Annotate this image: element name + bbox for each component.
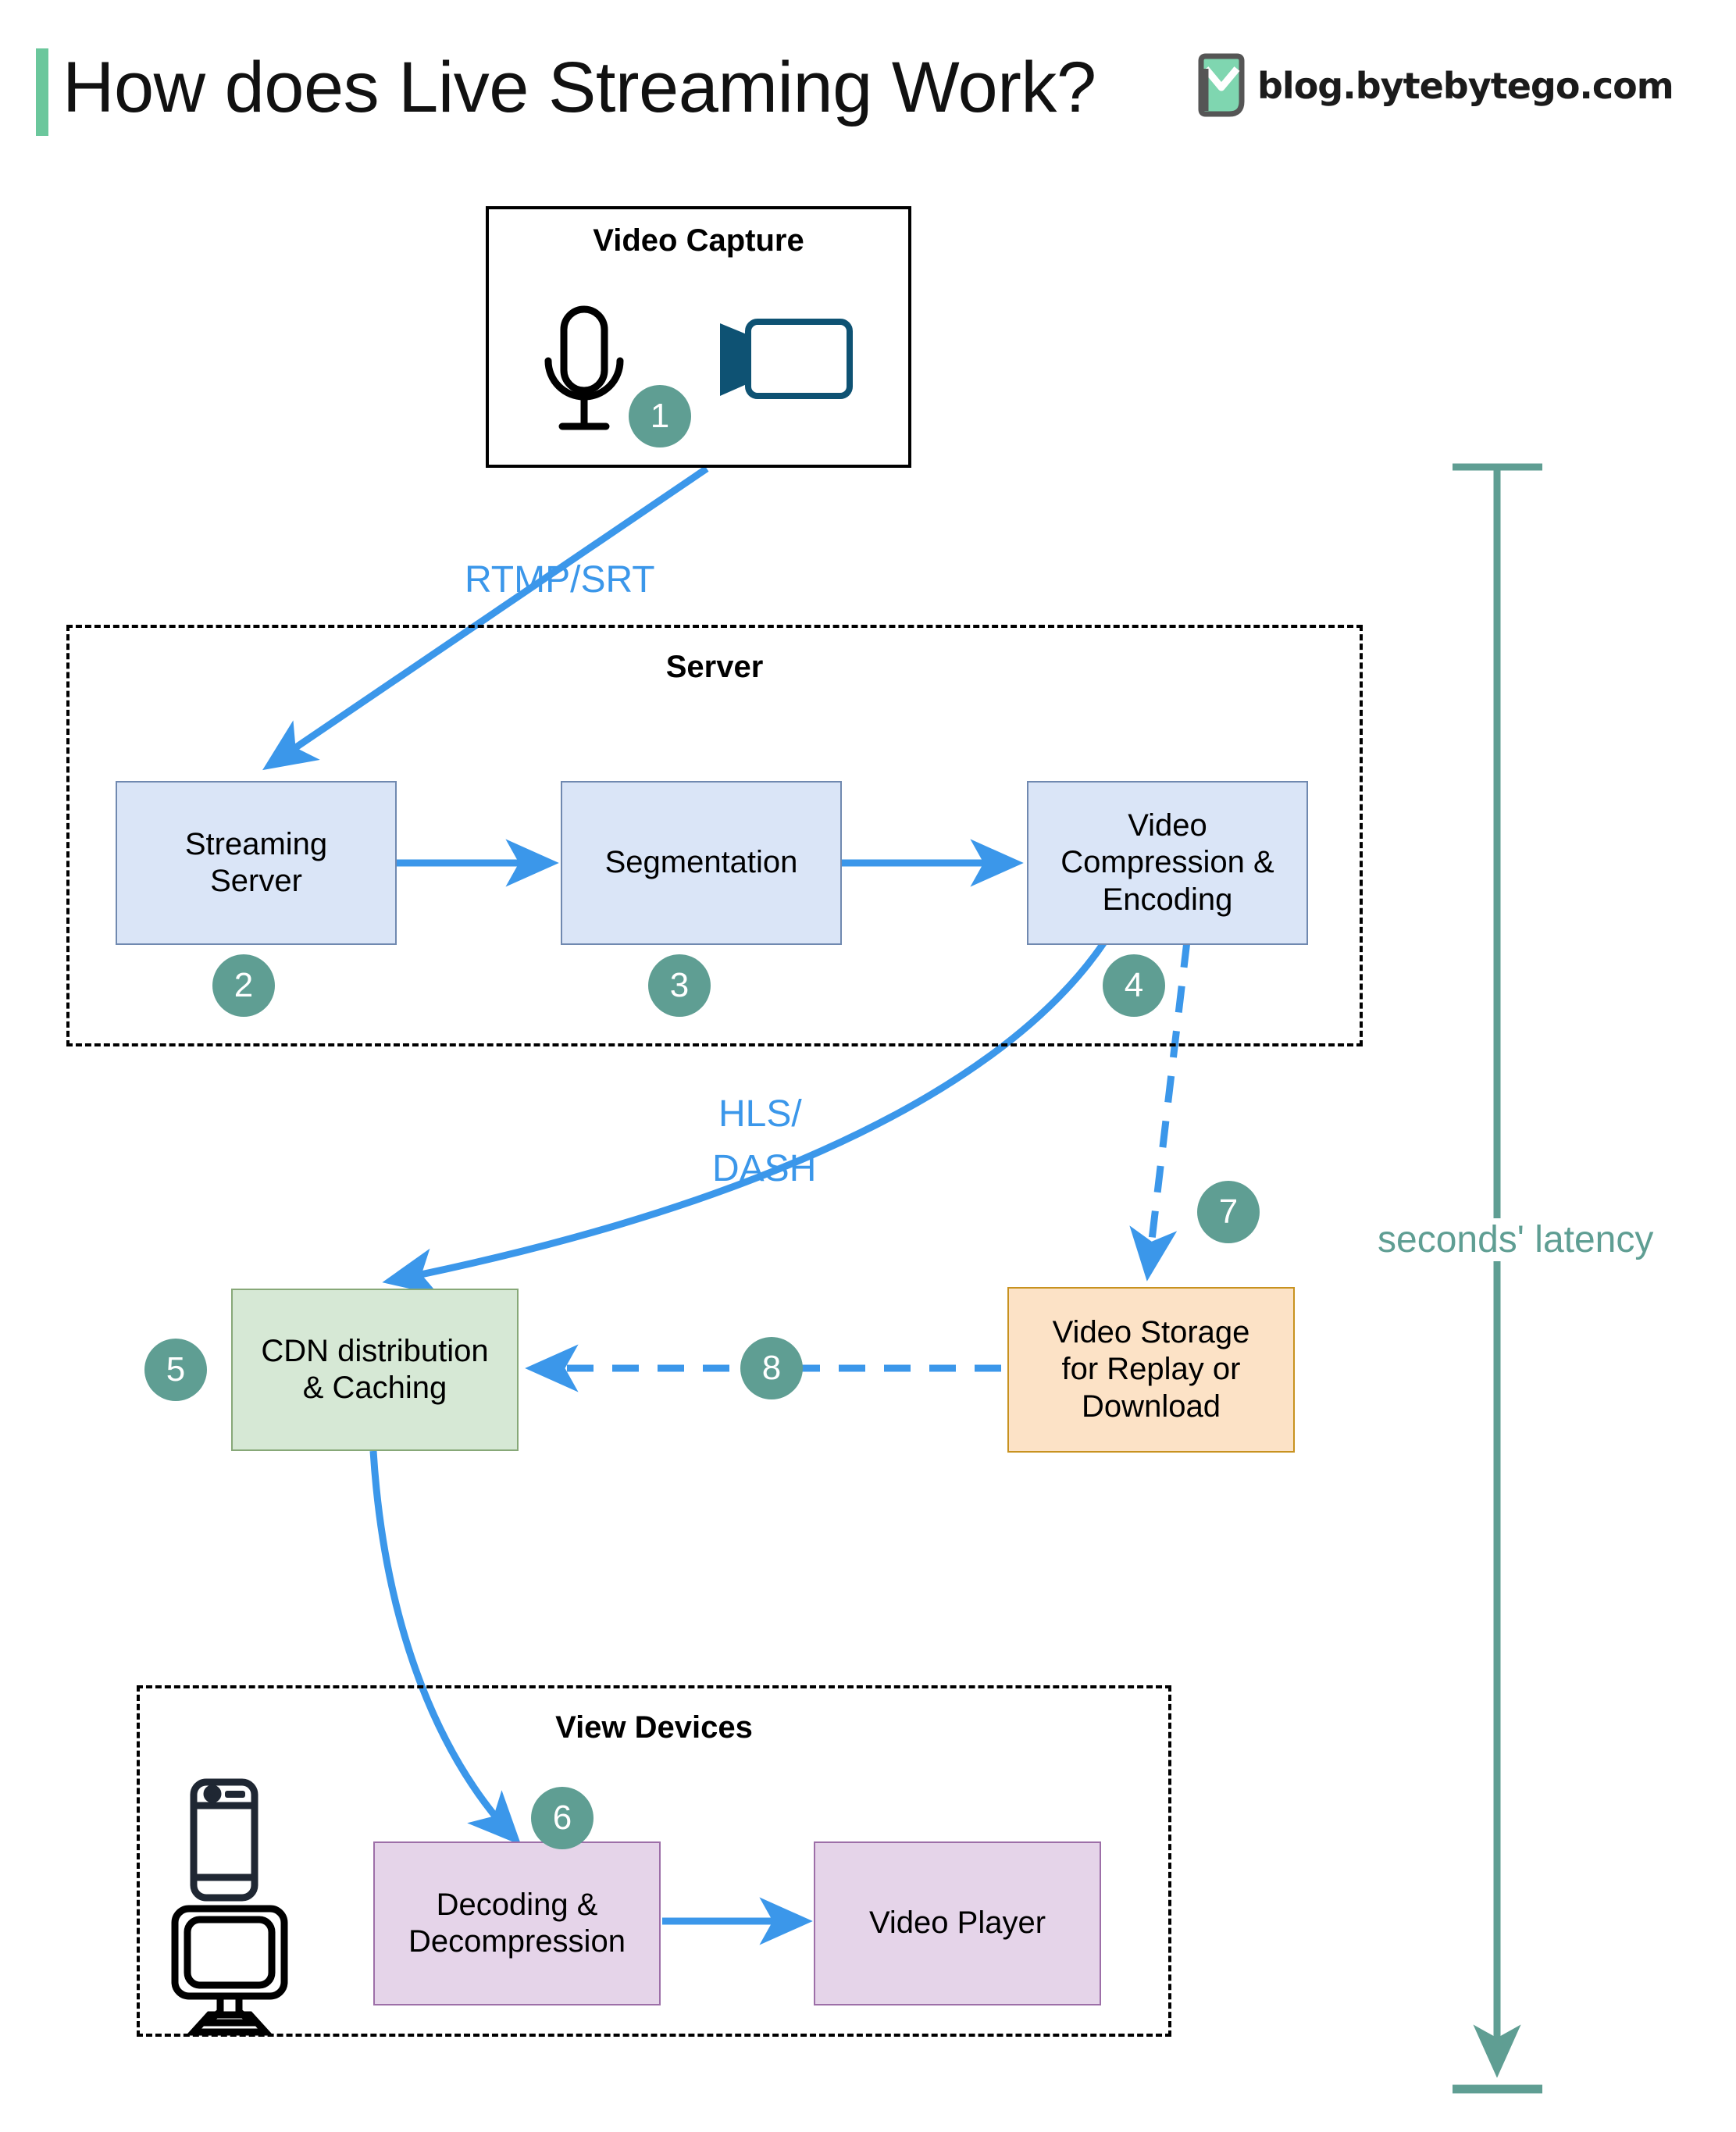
video-capture-title: Video Capture — [593, 223, 804, 258]
view-devices-container — [137, 1685, 1171, 2037]
node-decoding-decompression-label: Decoding &Decompression — [408, 1887, 626, 1959]
badge-cdn: 5 — [144, 1339, 207, 1401]
page-header: How does Live Streaming Work? blog.byteb… — [0, 0, 1736, 164]
node-segmentation-label: Segmentation — [604, 845, 798, 880]
server-title: Server — [665, 650, 764, 684]
badge-streaming-server: 2 — [212, 954, 275, 1017]
node-video-player[interactable]: Video Player — [814, 1841, 1101, 2005]
edge-label-hls: HLS/ — [718, 1093, 802, 1135]
edge-label-dash: DASH — [712, 1148, 817, 1189]
server-container — [66, 625, 1363, 1046]
title-accent-bar — [36, 48, 48, 136]
badge-capture: 1 — [629, 385, 691, 447]
node-cdn-distribution-label: CDN distribution& Caching — [261, 1333, 489, 1405]
latency-label: seconds' latency — [1373, 1218, 1659, 1261]
view-devices-title: View Devices — [555, 1710, 753, 1745]
node-segmentation[interactable]: Segmentation — [561, 781, 842, 945]
page-title: How does Live Streaming Work? — [62, 48, 1096, 127]
node-video-player-label: Video Player — [868, 1906, 1046, 1941]
node-cdn-distribution[interactable]: CDN distribution& Caching — [231, 1289, 519, 1451]
bytebytego-logo-icon — [1195, 53, 1248, 119]
edge-label-rtmp-srt: RTMP/SRT — [465, 559, 655, 601]
badge-compression: 4 — [1103, 954, 1165, 1017]
brand-watermark: blog.bytebytego.com — [1195, 53, 1674, 119]
badge-storage: 7 — [1197, 1181, 1260, 1243]
brand-url: blog.bytebytego.com — [1257, 65, 1674, 107]
badge-decoding: 6 — [531, 1787, 594, 1849]
badge-storage-to-cdn: 8 — [740, 1337, 803, 1399]
node-decoding-decompression[interactable]: Decoding &Decompression — [373, 1841, 661, 2005]
badge-segmentation: 3 — [648, 954, 711, 1017]
